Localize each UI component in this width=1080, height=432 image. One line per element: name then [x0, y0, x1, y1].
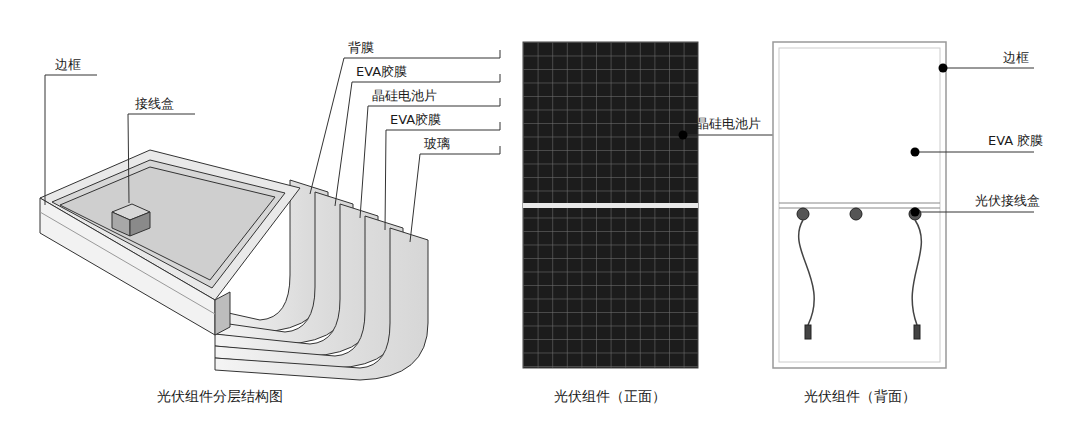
part-label: EVA胶膜 [356, 64, 407, 80]
part-label: 边框 [1003, 50, 1029, 66]
part-label: 晶硅电池片 [696, 116, 761, 132]
part-label: 接线盒 [135, 96, 174, 112]
figure-caption: 光伏组件分层结构图 [157, 387, 283, 405]
part-label: 边框 [55, 57, 81, 73]
part-label: 光伏接线盒 [975, 193, 1040, 209]
figure-caption: 光伏组件（背面） [804, 387, 916, 405]
part-label: 背膜 [348, 40, 374, 56]
junction-box [112, 204, 150, 236]
part-label: 玻璃 [424, 136, 450, 152]
panel-front [523, 42, 775, 368]
leader-lines [45, 50, 500, 242]
frame-tray [40, 150, 300, 335]
part-label: 晶硅电池片 [372, 88, 437, 104]
part-label: EVA胶膜 [390, 112, 441, 128]
part-label: EVA 胶膜 [988, 133, 1043, 149]
figure-caption: 光伏组件（正面） [554, 387, 666, 405]
